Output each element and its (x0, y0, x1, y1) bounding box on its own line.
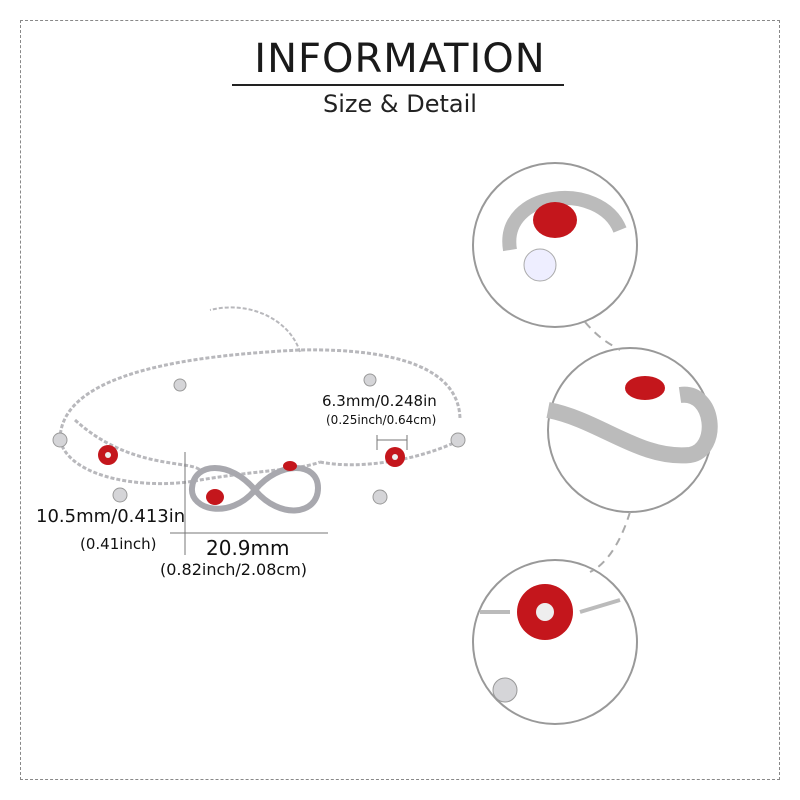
bracelet (58, 306, 462, 486)
detail-circle-flower (472, 559, 638, 725)
flower-charm-left (98, 445, 118, 465)
page-title: INFORMATION (254, 36, 546, 82)
infinity-charm (189, 465, 322, 514)
detail-circle-infinity (546, 347, 718, 513)
flower-width-label: 6.3mm/0.248in (322, 392, 437, 410)
charm-height-alt-label: (0.41inch) (80, 535, 157, 553)
page-subtitle: Size & Detail (323, 90, 477, 118)
dashed-frame (20, 20, 780, 780)
flower-charm-right (385, 447, 405, 467)
ladybug-small (283, 461, 297, 471)
beads (52, 373, 466, 505)
flower-width-alt-label: (0.25inch/0.64cm) (326, 413, 437, 427)
charm-width-alt-label: (0.82inch/2.08cm) (160, 560, 308, 579)
title-underline (232, 84, 564, 86)
detail-circle-ladybug-top (472, 162, 638, 328)
connector-lines (584, 321, 631, 573)
ladybug-large (206, 489, 224, 505)
charm-height-label: 10.5mm/0.413in (36, 506, 186, 527)
charm-width-label: 20.9mm (206, 536, 290, 560)
